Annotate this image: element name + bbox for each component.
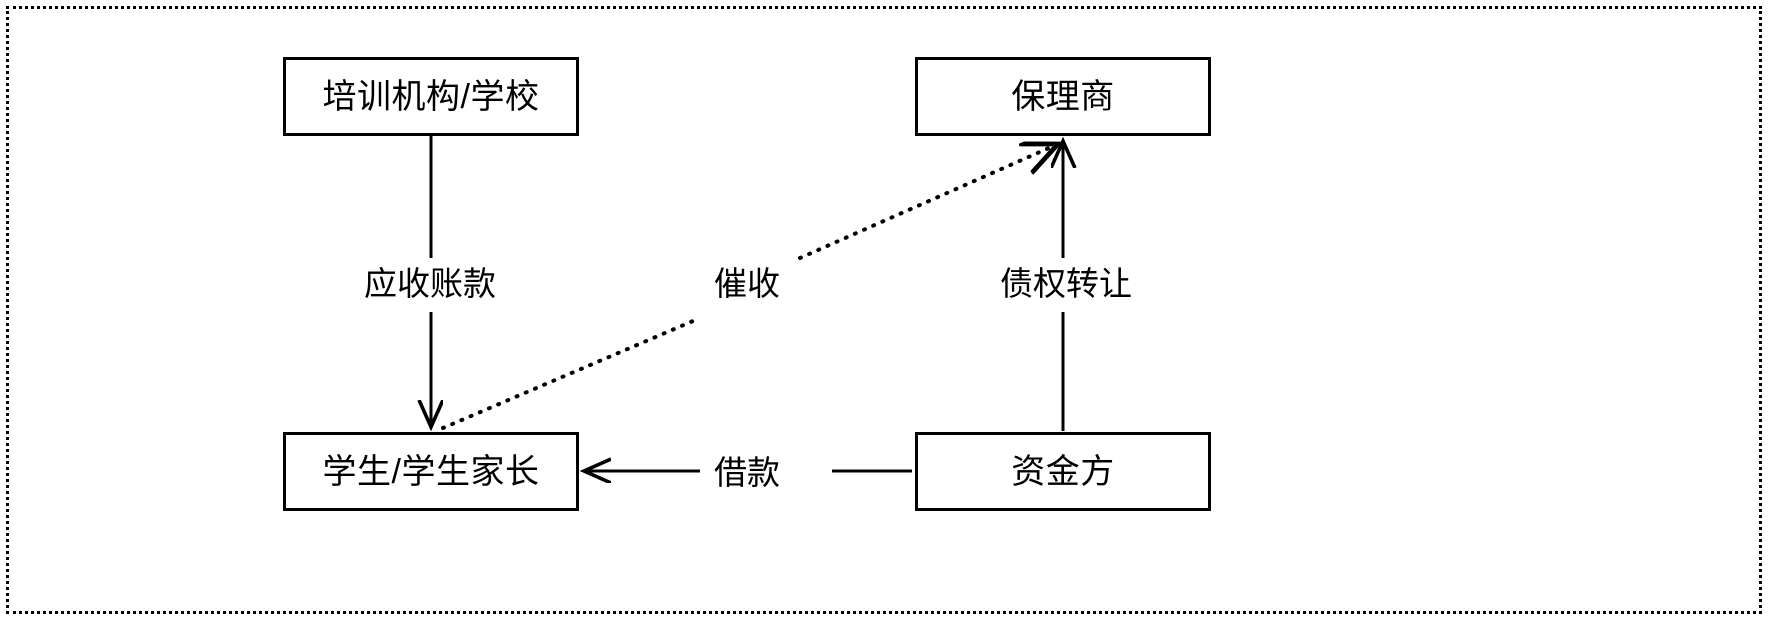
node-factoring-company-label: 保理商 <box>1011 77 1115 116</box>
edge-label-collection: 催收 <box>706 263 788 304</box>
node-student-parent-label: 学生/学生家长 <box>322 452 540 491</box>
node-training-institution[interactable]: 培训机构/学校 <box>283 57 579 136</box>
node-capital-provider-label: 资金方 <box>1011 452 1115 491</box>
edge-label-assignment: 债权转让 <box>992 263 1140 304</box>
edge-label-receivable: 应收账款 <box>356 263 504 304</box>
node-student-parent[interactable]: 学生/学生家长 <box>283 432 579 511</box>
edge-label-loan: 借款 <box>706 452 788 493</box>
edge-collection <box>441 144 1058 430</box>
node-factoring-company[interactable]: 保理商 <box>915 57 1211 136</box>
node-capital-provider[interactable]: 资金方 <box>915 432 1211 511</box>
node-training-institution-label: 培训机构/学校 <box>322 77 540 116</box>
